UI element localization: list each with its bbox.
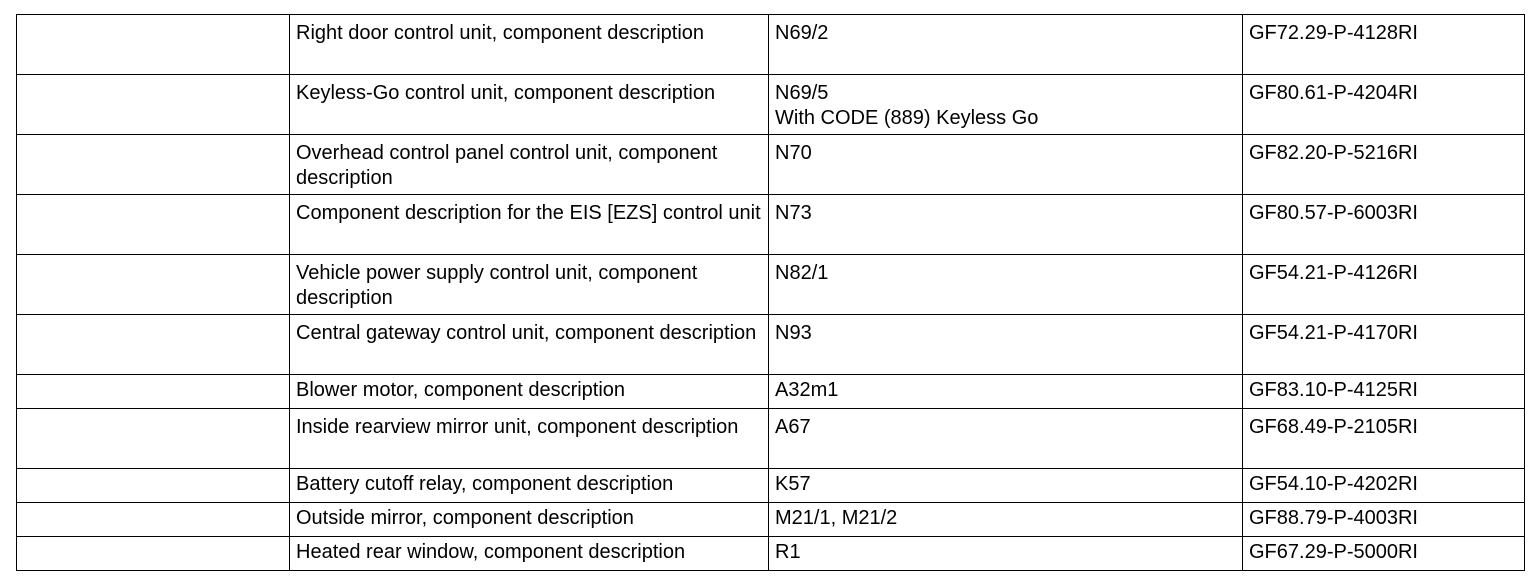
reference-text: GF54.21-P-4170RI (1249, 322, 1418, 344)
description-cell: Overhead control panel control unit, com… (289, 134, 769, 195)
reference-cell: GF68.49-P-2105RI (1242, 408, 1525, 469)
empty-cell (16, 468, 290, 503)
empty-cell (16, 408, 290, 469)
description-cell: Heated rear window, component descriptio… (289, 536, 769, 571)
code-cell: A32m1 (768, 374, 1243, 409)
reference-cell: GF82.20-P-5216RI (1242, 134, 1525, 195)
code-text: N70 (775, 142, 812, 164)
code-text: N69/5 (775, 82, 829, 104)
table-row: Heated rear window, component descriptio… (16, 536, 1525, 571)
description-text: Keyless-Go control unit, component descr… (296, 82, 716, 104)
reference-cell: GF54.21-P-4170RI (1242, 314, 1525, 375)
code-text: K57 (775, 473, 811, 495)
description-text: Overhead control panel control unit, com… (296, 142, 718, 189)
reference-text: GF67.29-P-5000RI (1249, 541, 1418, 563)
code-cell: N69/2 (768, 14, 1243, 75)
reference-cell: GF67.29-P-5000RI (1242, 536, 1525, 571)
reference-text: GF80.57-P-6003RI (1249, 202, 1418, 224)
code-cell: N73 (768, 194, 1243, 255)
description-text: Component description for the EIS [EZS] … (296, 202, 761, 224)
empty-cell (16, 374, 290, 409)
description-cell: Inside rearview mirror unit, component d… (289, 408, 769, 469)
description-text: Battery cutoff relay, component descript… (296, 473, 674, 495)
code-text: N82/1 (775, 262, 829, 284)
description-cell: Right door control unit, component descr… (289, 14, 769, 75)
code-text: M21/1, M21/2 (775, 507, 898, 529)
reference-cell: GF88.79-P-4003RI (1242, 502, 1525, 537)
code-cell: N82/1 (768, 254, 1243, 315)
reference-text: GF54.10-P-4202RI (1249, 473, 1418, 495)
description-cell: Blower motor, component description (289, 374, 769, 409)
reference-cell: GF80.57-P-6003RI (1242, 194, 1525, 255)
description-cell: Component description for the EIS [EZS] … (289, 194, 769, 255)
table-row: Component description for the EIS [EZS] … (16, 194, 1525, 255)
empty-cell (16, 134, 290, 195)
code-cell: K57 (768, 468, 1243, 503)
table-row: Battery cutoff relay, component descript… (16, 468, 1525, 503)
reference-cell: GF83.10-P-4125RI (1242, 374, 1525, 409)
code-text: N69/2 (775, 22, 829, 44)
reference-text: GF82.20-P-5216RI (1249, 142, 1418, 164)
description-text: Heated rear window, component descriptio… (296, 541, 686, 563)
description-cell: Vehicle power supply control unit, compo… (289, 254, 769, 315)
empty-cell (16, 194, 290, 255)
description-cell: Battery cutoff relay, component descript… (289, 468, 769, 503)
description-text: Central gateway control unit, component … (296, 322, 757, 344)
table-row: Inside rearview mirror unit, component d… (16, 408, 1525, 469)
description-text: Right door control unit, component descr… (296, 22, 705, 44)
code-text: A32m1 (775, 379, 839, 401)
empty-cell (16, 314, 290, 375)
reference-text: GF72.29-P-4128RI (1249, 22, 1418, 44)
code-cell: M21/1, M21/2 (768, 502, 1243, 537)
reference-text: GF88.79-P-4003RI (1249, 507, 1418, 529)
description-text: Outside mirror, component description (296, 507, 634, 529)
code-text: A67 (775, 416, 811, 438)
code-cell: A67 (768, 408, 1243, 469)
code-text: R1 (775, 541, 801, 563)
table-row: Right door control unit, component descr… (16, 14, 1525, 75)
description-cell: Outside mirror, component description (289, 502, 769, 537)
description-text: Blower motor, component description (296, 379, 626, 401)
reference-cell: GF54.21-P-4126RI (1242, 254, 1525, 315)
reference-cell: GF54.10-P-4202RI (1242, 468, 1525, 503)
code-note-text: With CODE (889) Keyless Go (775, 107, 1039, 129)
reference-text: GF80.61-P-4204RI (1249, 82, 1418, 104)
table-row: Vehicle power supply control unit, compo… (16, 254, 1525, 315)
reference-text: GF68.49-P-2105RI (1249, 416, 1418, 438)
description-cell: Keyless-Go control unit, component descr… (289, 74, 769, 135)
empty-cell (16, 536, 290, 571)
code-cell: N70 (768, 134, 1243, 195)
component-table: Right door control unit, component descr… (16, 14, 1525, 571)
code-text: N93 (775, 322, 812, 344)
code-cell: N93 (768, 314, 1243, 375)
table-row: Overhead control panel control unit, com… (16, 134, 1525, 195)
empty-cell (16, 74, 290, 135)
reference-cell: GF72.29-P-4128RI (1242, 14, 1525, 75)
code-text: N73 (775, 202, 812, 224)
component-table-body: Right door control unit, component descr… (16, 14, 1525, 571)
code-cell: R1 (768, 536, 1243, 571)
table-row: Central gateway control unit, component … (16, 314, 1525, 375)
empty-cell (16, 502, 290, 537)
empty-cell (16, 254, 290, 315)
empty-cell (16, 14, 290, 75)
description-cell: Central gateway control unit, component … (289, 314, 769, 375)
reference-text: GF54.21-P-4126RI (1249, 262, 1418, 284)
reference-text: GF83.10-P-4125RI (1249, 379, 1418, 401)
table-row: Outside mirror, component description M2… (16, 502, 1525, 537)
description-text: Vehicle power supply control unit, compo… (296, 262, 698, 309)
reference-cell: GF80.61-P-4204RI (1242, 74, 1525, 135)
table-row: Blower motor, component description A32m… (16, 374, 1525, 409)
table-row: Keyless-Go control unit, component descr… (16, 74, 1525, 135)
description-text: Inside rearview mirror unit, component d… (296, 416, 739, 438)
